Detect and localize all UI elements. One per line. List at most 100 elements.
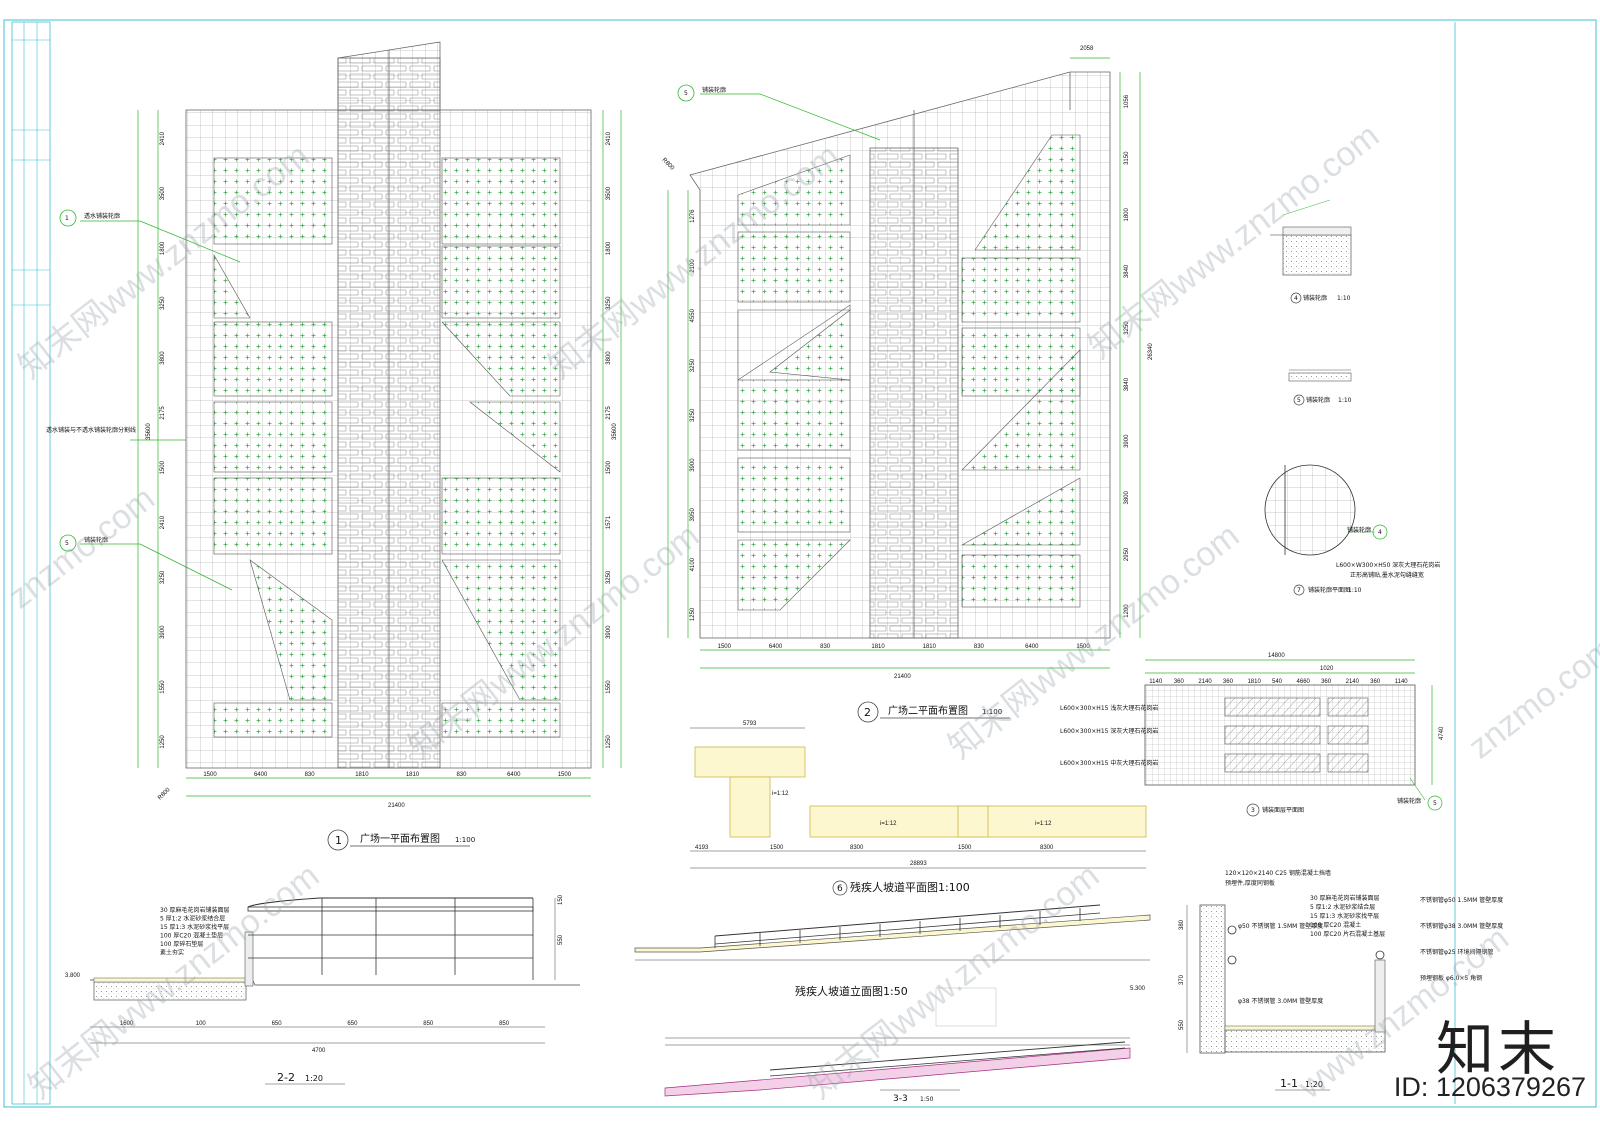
detail-3-side: 4740 [1439,726,1445,740]
section-2-2-layer-label: 30 厚麻毛花岗岩铺装面层 [160,906,230,914]
section-1-1-title: 1-1 [1280,1077,1298,1090]
section-1-1-layer-label: 100 厚C20 混凝土 [1310,921,1361,929]
section-2-2-dim-label: 650 [272,1021,283,1027]
section-1-1-dim-label: 370 [1179,974,1185,985]
section-2-2-dim-label: 1600 [120,1021,134,1027]
plan-1 [59,41,622,851]
detail-6-title: 残疾人坡道平面图1:100 [850,880,970,894]
plan-1-dim-label: 3800 [160,351,166,365]
plan-1-bubble-5: 5 [65,540,69,547]
detail-7 [1264,464,1388,596]
section-1-1-label: 不锈钢管φ50 1.5MM 管壁厚度 [1420,896,1503,904]
plan-1-dim-label: 6400 [507,772,521,778]
plan-2-dim-label: 1250 [690,607,696,621]
plan-1-dim-label: 1800 [606,241,612,255]
plan-2-dim-label: 3250 [1124,321,1130,335]
plan-2-dim-label: 4100 [690,557,696,571]
detail-6-slope-3: i=1:12 [772,791,789,797]
section-2-2-layer-label: 素土夯实 [160,949,184,957]
detail-3-dim-label: 4660 [1297,679,1311,685]
section-1-1-layer-label: 100 厚C20 片石混凝土基层 [1310,930,1385,938]
section-2-2-layer-label: 100 厚C20 混凝土垫层 [160,932,223,940]
detail-3-dim-label: 360 [1223,679,1234,685]
section-1-1-dim-label: 550 [1179,1019,1185,1030]
plan-1-dim-label: 3250 [606,570,612,584]
detail-3-sub: 1020 [1320,666,1334,672]
detail-3-dim-label: 540 [1272,679,1283,685]
plan-2-dim-label: 830 [974,644,985,650]
plan-1-title: 广场一平面布置图 [360,832,440,845]
section-3-3-title: 3-3 [893,1094,908,1104]
watermark-7: 知末网www.znzmo.com [22,857,327,1107]
section-1-1-top-note: 120×120×2140 C25 钢筋混凝土挡墙 [1225,869,1331,877]
plan-2-note-paving: 铺装轮廓 [702,86,726,94]
plan-2-dim-label: 1500 [1076,644,1090,650]
detail-3-label-3: L600×300×H15 中灰大理石花岗岩 [1060,759,1158,767]
watermark-9: znzmo.com [1462,629,1600,766]
plan-1-dim-label: 830 [456,772,467,778]
plan-1-dim-label: 1500 [203,772,217,778]
section-2-2-scale: 1:20 [305,1074,323,1083]
ramp-elevation-title: 残疾人坡道立面图1:50 [795,984,908,998]
plan-2-dim-label: 3840 [1124,377,1130,391]
detail-6-slope-2: i=1:12 [1035,821,1052,827]
section-1-1-layer-label: 30 厚麻毛花岗岩铺装面层 [1310,894,1380,902]
plan-2-bubble: 5 [684,90,688,97]
plan-1-dim-label: 1250 [160,735,166,749]
plan-2-corner: R800 [661,157,676,172]
detail-7-note-1: L600×W300×H50 深灰大理石花岗岩 [1336,561,1440,569]
detail-3-dim-label: 1810 [1247,679,1261,685]
detail-3-dim-label: 1140 [1395,679,1409,685]
plan-1-dim-label: 3250 [160,296,166,310]
plan-1-dim-label: 3800 [606,351,612,365]
plan-2-dim-label: 4550 [690,308,696,322]
section-2-2-layer-label: 100 厚碎石垫层 [160,940,203,948]
detail-7-bubble: 4 [1378,529,1382,536]
plan-2-dim-label: 2100 [690,259,696,273]
detail-3-dim-label: 2140 [1198,679,1212,685]
detail-3-label-2: L600×300×H15 深灰大理石花岗岩 [1060,727,1158,735]
section-1-1-sub-note: 预埋件,厚度同钢板 [1225,879,1275,887]
detail-4 [1270,199,1352,304]
plan-2-dim-label: 1810 [871,644,885,650]
plan-2-overall-dim: 21400 [894,674,911,680]
plan-1-dim-label: 3500 [160,186,166,200]
section-2-2-total: 4700 [312,1048,326,1054]
plan-2-dim-label: 6400 [1025,644,1039,650]
section-2-2-layer-label: 15 厚1:3 水泥砂浆找平层 [160,923,229,931]
section-1-1-scale: 1:20 [1305,1080,1323,1089]
detail-6 [690,727,1147,896]
section-1-1-left-label: φ38 不锈钢管 3.0MM 管壁厚度 [1238,997,1323,1005]
plan-2-top-dim: 2058 [1080,46,1094,52]
detail-3-title: 铺装面层平面图 [1262,806,1304,814]
plan-2-dim-label: 1800 [1124,207,1130,221]
plan-1-note-permeable: 透水铺装轮廓 [84,212,120,220]
detail-4-title: 铺装轮廓 [1303,294,1327,302]
plan-1-dim-label: 2175 [606,406,612,420]
detail-3-dim-label: 1140 [1149,679,1163,685]
plan-1-dim-label: 1571 [606,515,612,529]
plan-1-dim-label: 3250 [160,570,166,584]
plan-2-dim-label: 1056 [1124,94,1130,108]
plan-2-dim-label: 3950 [690,508,696,522]
detail-3-bubble: 5 [1433,800,1437,807]
plan-2-dim-label: 6400 [769,644,783,650]
section-2-2-dim-label: 650 [347,1021,358,1027]
detail-3-dim-label: 360 [1174,679,1185,685]
plan-1-dim-label: 1250 [606,735,612,749]
detail-6-dim-label: 4193 [695,845,709,851]
plan-1-dim-label: 2175 [160,406,166,420]
plan-1-dim-label: 1810 [406,772,420,778]
plan-1-index: 1 [335,834,342,847]
plan-1-dim-label: 1550 [606,680,612,694]
plan-1-note-boundary: 透水铺装与不透水铺装轮廓分割线 [46,426,136,434]
plan-1-dim-label: 2410 [160,131,166,145]
plan-1-dim-label: 2410 [606,131,612,145]
section-3-3-scale: 1:50 [920,1096,934,1103]
